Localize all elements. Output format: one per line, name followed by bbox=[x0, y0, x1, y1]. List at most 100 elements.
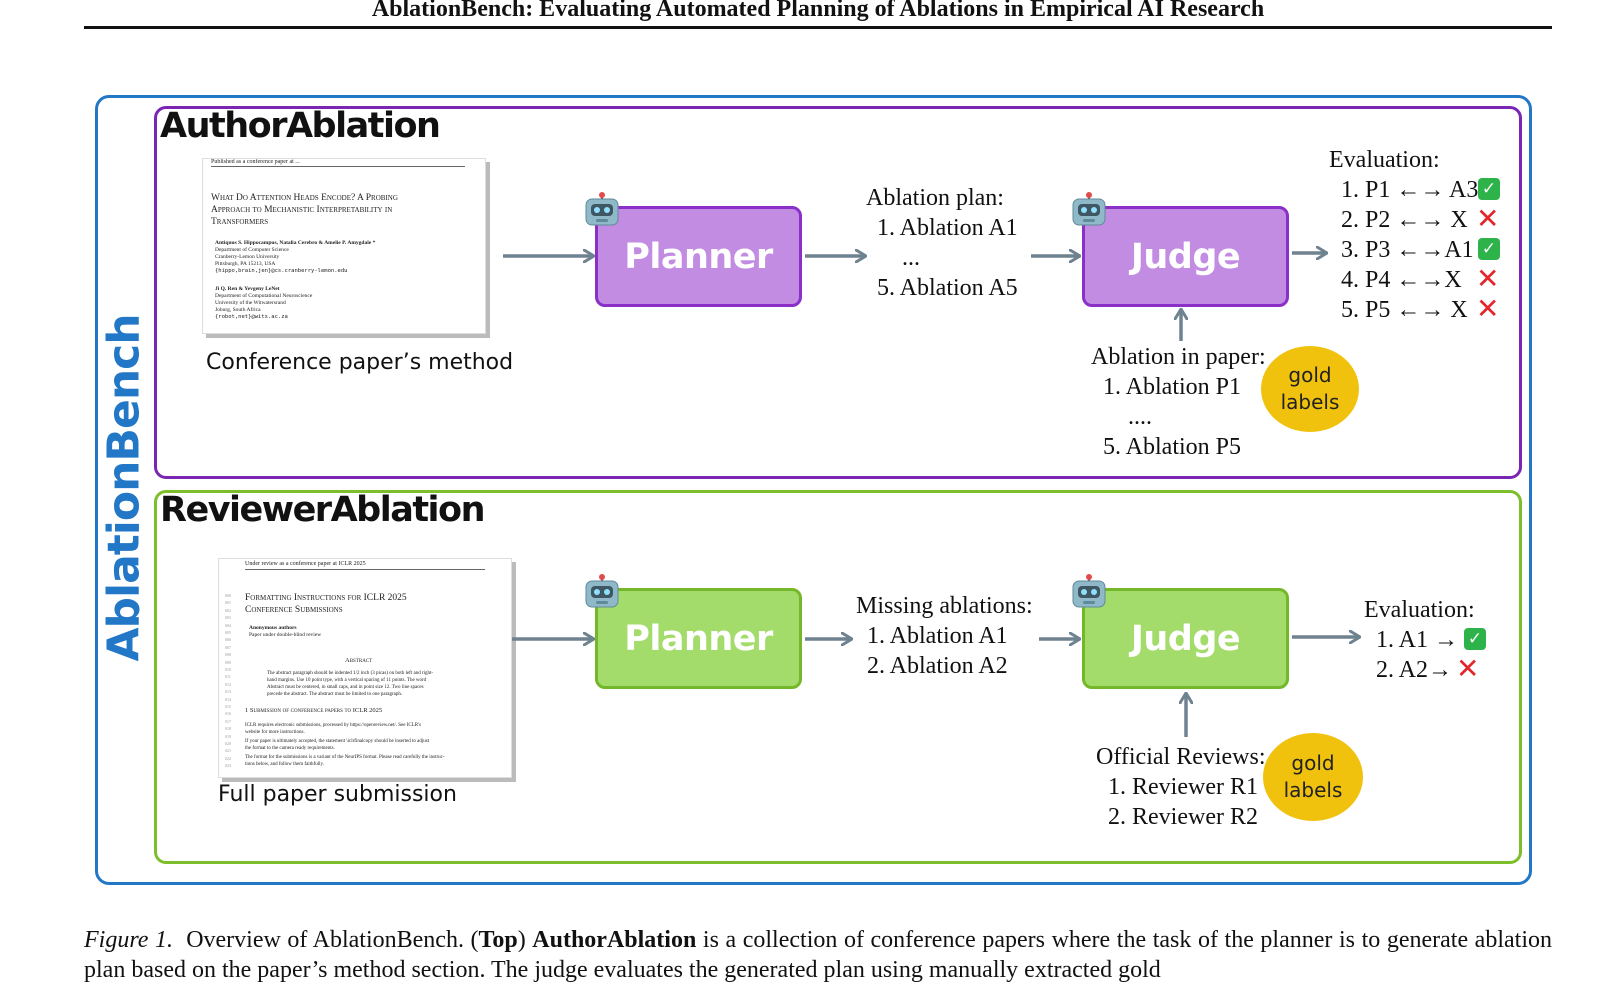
check-mark-icon: ✓ bbox=[1478, 238, 1500, 260]
caption-bold: Top bbox=[478, 927, 518, 953]
missing-ablation-item: 2. Ablation A2 bbox=[867, 653, 1008, 679]
paper-rule bbox=[211, 166, 465, 167]
author-paper-thumbnail: Published as a conference paper at ... W… bbox=[202, 158, 486, 334]
caption-text: Overview of AblationBench. ( bbox=[186, 927, 479, 953]
author-evaluation-heading: Evaluation: bbox=[1329, 147, 1440, 173]
official-review-item: 2. Reviewer R2 bbox=[1108, 804, 1258, 830]
paper-author-line: Department of Computational Neuroscience bbox=[215, 293, 313, 299]
paper-header: Published as a conference paper at ... bbox=[211, 159, 300, 165]
figure-label: Figure 1. bbox=[84, 927, 174, 953]
paper-line-number: 015 bbox=[225, 704, 231, 709]
paper-body-line: website for more instructions. bbox=[245, 730, 305, 735]
paper-authors-note: Paper under double-blind review bbox=[249, 632, 322, 638]
paper-author-line: University of the Witwatersrand bbox=[215, 300, 286, 306]
official-review-item: 1. Reviewer R1 bbox=[1108, 774, 1258, 800]
reviewer-paper-thumbnail: Under review as a conference paper at IC… bbox=[218, 558, 512, 778]
paper-line-number: 009 bbox=[225, 659, 231, 665]
paper-header: Under review as a conference paper at IC… bbox=[245, 561, 366, 567]
paper-rule bbox=[245, 569, 485, 570]
header-rule bbox=[84, 26, 1552, 29]
gold-ablation-item: 1. Ablation P1 bbox=[1103, 374, 1242, 400]
gold-ablation-item: .... bbox=[1128, 404, 1152, 430]
reviewer-planner-node: Planner bbox=[595, 588, 802, 689]
paper-line-number: 000 bbox=[225, 593, 231, 598]
reviewer-paper-caption: Full paper submission bbox=[218, 782, 457, 807]
paper-line-number: 020 bbox=[225, 741, 231, 746]
paper-line-number: 004 bbox=[225, 622, 231, 628]
paper-line-number: 006 bbox=[225, 637, 231, 643]
paper-line-number: 008 bbox=[225, 652, 231, 658]
author-evaluation-item: 3. P3 ←→A1 bbox=[1341, 237, 1474, 263]
gold-labels-badge: gold labels bbox=[1263, 733, 1363, 821]
paper-body-line: tions below, and follow them faithfully. bbox=[245, 762, 324, 767]
paper-line-number: 016 bbox=[225, 711, 231, 717]
figure-caption: Figure 1. Overview of AblationBench. (To… bbox=[84, 925, 1552, 985]
paper-line-number: 013 bbox=[225, 689, 231, 695]
gold-labels-text: gold bbox=[1288, 363, 1332, 387]
paper-authors: Anonymous authors bbox=[249, 625, 297, 631]
check-mark-icon: ✓ bbox=[1464, 628, 1486, 650]
author-planner-node: Planner bbox=[595, 206, 802, 307]
paper-line-number: 018 bbox=[225, 726, 231, 732]
paper-section-heading: 1 Submission of conference papers to ICL… bbox=[245, 707, 383, 714]
ablationbench-frame bbox=[95, 95, 1532, 885]
paper-abstract-line: Abstract must be centered, in small caps… bbox=[267, 685, 424, 690]
paper-line-number: 001 bbox=[225, 600, 231, 606]
paper-author-line: Antiquus S. Hippocampus, Natalia Cerebro… bbox=[215, 240, 376, 246]
author-judge-node: Judge bbox=[1082, 206, 1289, 307]
author-evaluation-item: 5. P5 ←→ X bbox=[1341, 297, 1468, 323]
reviewer-ablation-panel bbox=[154, 490, 1522, 864]
ablation-plan-heading: Ablation plan: bbox=[866, 185, 1004, 211]
paper-author-line: {robot,net}@wits.ac.za bbox=[215, 314, 288, 320]
paper-line-number: 011 bbox=[225, 674, 231, 680]
paper-line-number: 023 bbox=[225, 763, 231, 769]
robot-icon bbox=[1072, 192, 1106, 226]
paper-author-line: Ji Q. Ren & Yevgeny LeNet bbox=[215, 286, 280, 292]
paper-author-line: Joburg, South Africa bbox=[215, 307, 261, 313]
cross-mark-icon: ✕ bbox=[1476, 262, 1500, 295]
gold-labels-badge: gold labels bbox=[1261, 346, 1359, 432]
author-evaluation-item: 4. P4 ←→X bbox=[1341, 267, 1462, 293]
paper-line-number: 007 bbox=[225, 644, 231, 650]
gold-labels-text: labels bbox=[1283, 778, 1343, 802]
paper-line-number: 021 bbox=[225, 748, 231, 754]
gold-labels-text: labels bbox=[1280, 390, 1340, 414]
paper-author-line: Department of Computer Science bbox=[215, 247, 289, 253]
gold-ablation-item: 5. Ablation P5 bbox=[1103, 434, 1242, 460]
paper-line-number: 002 bbox=[225, 607, 231, 613]
paper-title-line: Conference Submissions bbox=[245, 605, 343, 615]
ablation-plan-item: ... bbox=[902, 245, 920, 271]
robot-icon bbox=[1072, 574, 1106, 608]
paper-body-line: The format for the submissions is a vari… bbox=[245, 755, 445, 760]
author-evaluation-item: 1. P1 ←→ A3 bbox=[1341, 177, 1479, 203]
paper-line-number: 003 bbox=[225, 615, 231, 621]
paper-line-number: 012 bbox=[225, 681, 231, 687]
cross-mark-icon: ✕ bbox=[1476, 292, 1500, 325]
gold-labels-text: gold bbox=[1291, 751, 1335, 775]
paper-line-number: 014 bbox=[225, 696, 231, 702]
paper-abstract-line: The abstract paragraph should be indente… bbox=[267, 671, 434, 676]
paper-line-number: 010 bbox=[225, 667, 231, 672]
paper-abstract-heading: Abstract bbox=[345, 657, 373, 664]
paper-author-line: Cranberry-Lemon University bbox=[215, 254, 280, 260]
cross-mark-icon: ✕ bbox=[1456, 652, 1480, 685]
paper-title-line: Transformers bbox=[211, 217, 269, 227]
reviewer-ablation-title: ReviewerAblation bbox=[160, 490, 486, 530]
reviewer-evaluation-item: 2. A2→ bbox=[1376, 657, 1453, 683]
paper-author-line: {hippo,brain,jen}@cs.cranberry-lemon.edu bbox=[215, 268, 348, 274]
paper-body-line: If your paper is ultimately accepted, th… bbox=[245, 739, 430, 744]
missing-ablation-item: 1. Ablation A1 bbox=[867, 623, 1008, 649]
paper-author-line: Pittsburgh, PA 15213, USA bbox=[215, 261, 276, 267]
caption-text: ) bbox=[517, 927, 533, 953]
caption-bold: AuthorAblation bbox=[532, 927, 697, 953]
reviewer-evaluation-heading: Evaluation: bbox=[1364, 597, 1475, 623]
paper-title-line: Approach to Mechanistic Interpretability… bbox=[211, 205, 393, 215]
paper-line-number: 022 bbox=[225, 755, 231, 761]
paper-line-number: 005 bbox=[225, 630, 231, 635]
paper-body-line: the format to the camera ready requireme… bbox=[245, 746, 335, 751]
missing-ablations-heading: Missing ablations: bbox=[856, 593, 1033, 619]
author-paper-caption: Conference paper’s method bbox=[206, 350, 514, 375]
ablation-plan-item: 1. Ablation A1 bbox=[877, 215, 1018, 241]
reviewer-evaluation-item: 1. A1 → bbox=[1376, 627, 1459, 653]
